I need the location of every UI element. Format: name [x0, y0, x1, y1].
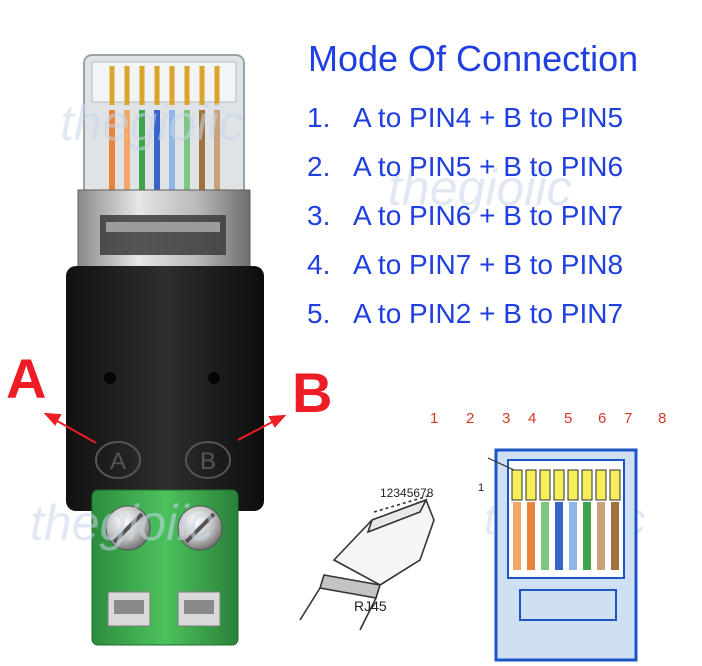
mode-number: 1.: [307, 102, 331, 133]
mode-number: 2.: [307, 151, 331, 182]
rj45-plug: [83, 54, 245, 201]
metal-shield: [77, 189, 251, 271]
pin-contacts: [511, 469, 621, 501]
pin-number: 5: [564, 410, 573, 427]
mode-number: 4.: [307, 249, 331, 280]
pin1-marker: 1: [478, 482, 485, 494]
mode-text: A to PIN6 + B to PIN7: [353, 200, 624, 231]
page-title: Mode Of Connection: [308, 38, 639, 80]
mode-number: 5.: [307, 298, 331, 329]
green-terminal-block: [91, 489, 239, 646]
port-engraving-b: B: [200, 448, 216, 475]
connector-pinout-diagram: [487, 448, 638, 662]
rj45-caption: RJ45: [354, 598, 387, 614]
pin-number: 6: [598, 410, 607, 427]
pin-number: 2: [466, 410, 475, 427]
terminal-label-a: A: [6, 347, 47, 410]
mode-text: A to PIN2 + B to PIN7: [353, 298, 624, 329]
connection-mode-item: 5. A to PIN2 + B to PIN7: [307, 294, 623, 343]
pin-number: 7: [624, 410, 633, 427]
red-arrows: [43, 412, 287, 444]
watermark-text-1: thegioiic: [60, 95, 243, 151]
plug-gold-contacts: [109, 66, 220, 105]
adapter-body: A B: [66, 266, 264, 511]
plug-wires: [109, 110, 220, 190]
watermark-text-2: thegioiic: [388, 160, 571, 216]
pin-number-row: 1 2 3 4 5 6 7 8: [424, 410, 684, 434]
watermark-text-3: thegioiic: [30, 495, 213, 551]
pin-number: 1: [430, 410, 439, 427]
mode-text: A to PIN5 + B to PIN6: [353, 151, 624, 182]
pin-number: 3: [502, 410, 511, 427]
connection-mode-item: 1. A to PIN4 + B to PIN5: [307, 98, 623, 147]
connection-modes-list: 1. A to PIN4 + B to PIN5 2. A to PIN5 + B …: [307, 98, 623, 343]
terminal-label-b: B: [292, 361, 333, 424]
mode-number: 3.: [307, 200, 331, 231]
mode-text: A to PIN7 + B to PIN8: [353, 249, 624, 280]
rj45-pin-digits: 12345678: [380, 486, 434, 500]
connection-mode-item: 3. A to PIN6 + B to PIN7: [307, 196, 623, 245]
mode-text: A to PIN4 + B to PIN5: [353, 102, 624, 133]
pin-number: 4: [528, 410, 537, 427]
connection-mode-item: 4. A to PIN7 + B to PIN8: [307, 245, 623, 294]
connection-mode-item: 2. A to PIN5 + B to PIN6: [307, 147, 623, 196]
port-engraving-a: A: [110, 448, 126, 475]
rj45-line-drawing: [299, 495, 435, 631]
pin-number: 8: [658, 410, 667, 427]
pin-wires: [513, 502, 619, 570]
rj45-adapter-photo: A B: [66, 54, 264, 646]
